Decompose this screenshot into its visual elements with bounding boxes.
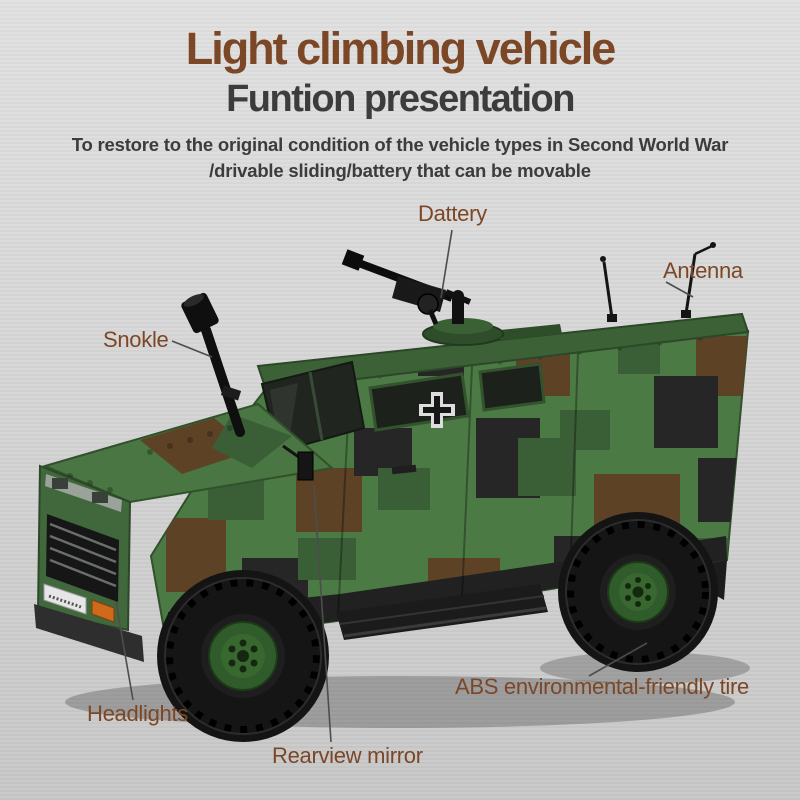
callout-tire-label: ABS environmental-friendly tire xyxy=(455,674,749,699)
callout-snorkel-label: Snokle xyxy=(103,327,169,352)
snorkel xyxy=(181,292,245,437)
rear-wheel xyxy=(565,519,711,665)
front-grille xyxy=(46,514,119,602)
front-blinker xyxy=(91,599,115,623)
description-line-1: To restore to the original condition of … xyxy=(71,134,729,155)
poster-header: Light climbing vehicle Funtion presentat… xyxy=(0,24,800,184)
headlight-left xyxy=(52,478,68,489)
rearview-mirror xyxy=(282,444,314,481)
callout-antenna-label: Antenna xyxy=(663,258,743,283)
hood xyxy=(42,402,335,504)
leader-snorkel xyxy=(171,340,213,358)
callout-headlights-label: Headlights xyxy=(87,701,188,726)
callout-rearview-mirror-label: Rearview mirror xyxy=(272,743,423,768)
leader-battery xyxy=(440,229,453,299)
description-line-2: /drivable sliding/battery that can be mo… xyxy=(209,160,591,181)
leader-antenna xyxy=(665,281,694,298)
leader-rearview xyxy=(313,485,332,743)
callout-battery-label: Dattery xyxy=(418,201,487,226)
front-face xyxy=(36,464,132,632)
iron-cross-emblem xyxy=(419,392,455,428)
leader-headlights xyxy=(115,601,134,701)
gun-turret xyxy=(341,249,504,346)
page-subtitle: Funtion presentation xyxy=(226,78,575,120)
headlight-right xyxy=(92,492,108,503)
vehicle-roof xyxy=(256,312,750,392)
side-step xyxy=(336,584,548,640)
license-plate xyxy=(43,583,87,615)
leader-tire xyxy=(588,642,648,677)
antenna-right xyxy=(681,242,716,318)
leader-lines xyxy=(115,229,694,743)
antenna-left xyxy=(600,256,617,322)
door-handle xyxy=(391,464,417,475)
front-bumper xyxy=(34,604,144,662)
page-title: Light climbing vehicle xyxy=(185,23,617,74)
front-wheel xyxy=(164,577,322,735)
